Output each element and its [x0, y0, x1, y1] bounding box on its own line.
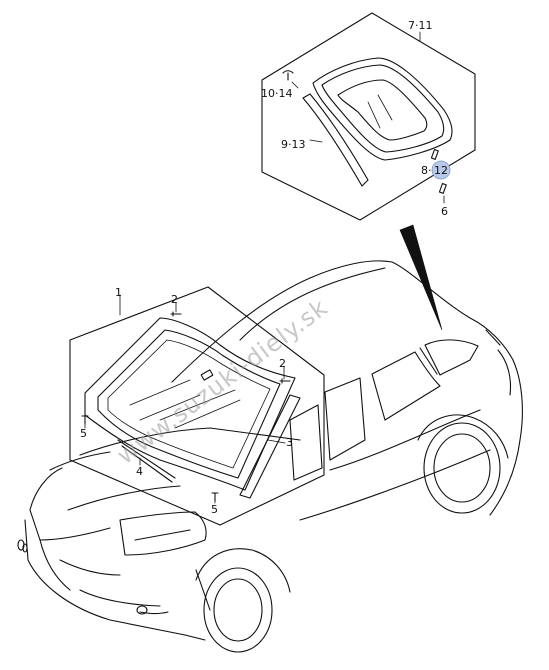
callout-7-11: 7·11: [408, 19, 433, 32]
windshield-assembly: [69, 286, 325, 526]
callout-2-right: 2: [279, 357, 286, 370]
callout-9-13: 9·13: [281, 138, 306, 151]
callout-8: 8·: [421, 164, 432, 177]
callout-12: 12: [434, 164, 448, 177]
car-body: [17, 260, 523, 653]
callout-3: 3: [286, 436, 293, 449]
callout-5-bottom: 5: [211, 503, 218, 516]
callout-10-14: 10·14: [261, 87, 293, 100]
quarter-window-pointer: [399, 224, 443, 331]
callout-1: 1: [115, 286, 122, 299]
quarter-window-assembly: [261, 12, 476, 221]
callout-12-highlight: [431, 160, 451, 180]
callout-4: 4: [136, 465, 143, 478]
callout-5-left: 5: [80, 427, 87, 440]
callout-2-top: 2: [171, 293, 178, 306]
watermark-text: www.suzuki-diely.sk: [112, 293, 333, 470]
callout-6: 6: [441, 205, 448, 218]
